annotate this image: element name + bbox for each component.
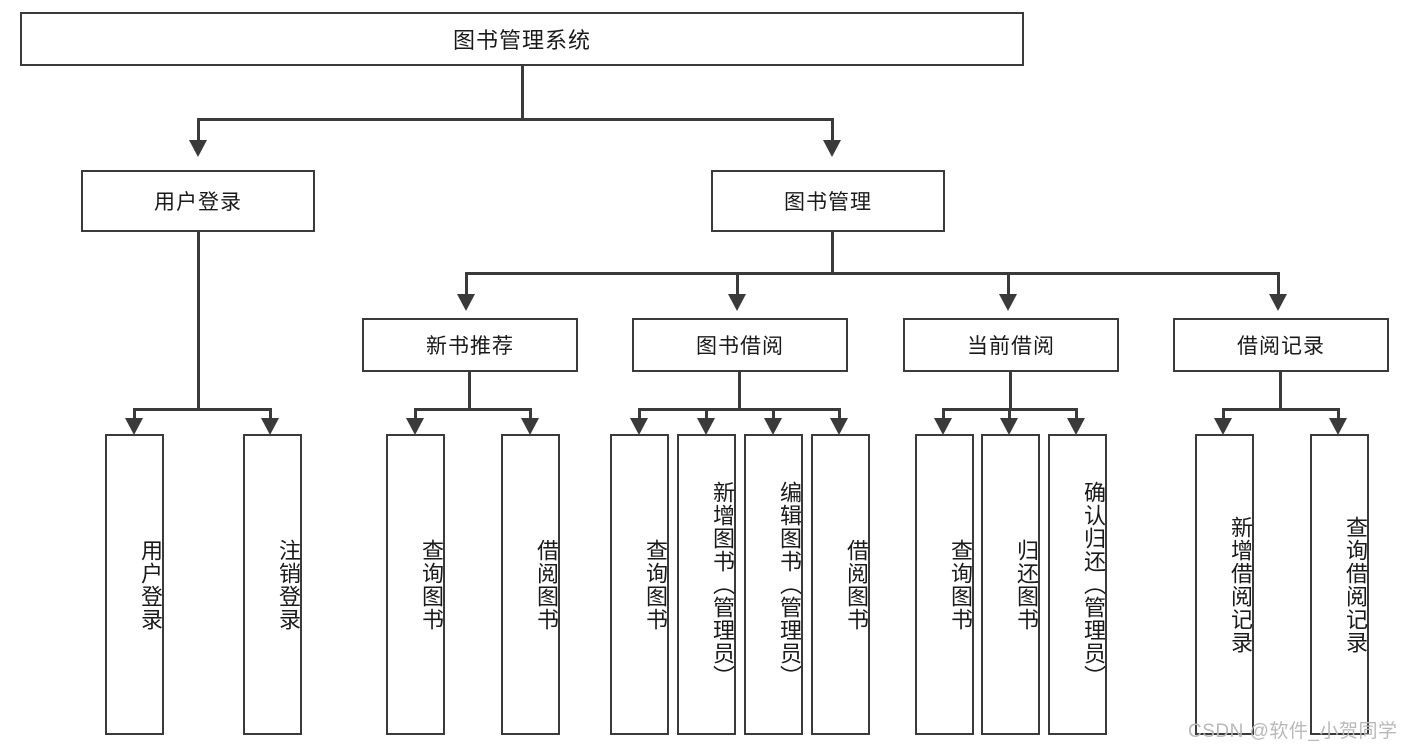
arrowhead-book-to-rec — [457, 294, 475, 311]
connector-borrow-stem — [738, 372, 741, 410]
node-label: 图书管理 — [784, 191, 872, 214]
connector-rec-drop-1 — [414, 408, 417, 422]
node-label: 归还图书 — [1014, 538, 1039, 631]
arrowhead-record-child-1 — [1214, 418, 1232, 435]
arrowhead-rec-child-2 — [521, 418, 539, 435]
node-label: 用户登录 — [154, 191, 242, 214]
leaf-rec-borrow-book[interactable]: 借阅图书 — [501, 434, 560, 735]
arrowhead-rec-child-1 — [406, 418, 424, 435]
arrowhead-borrow-child-2 — [697, 418, 715, 435]
connector-book-to-current — [1007, 272, 1010, 298]
leaf-borrow-edit-book[interactable]: 编辑图书（管理员） — [744, 434, 803, 735]
leaf-current-confirm-return[interactable]: 确认归还（管理员） — [1048, 434, 1107, 735]
connector-current-drop-2 — [1008, 408, 1011, 422]
leaf-current-query-book[interactable]: 查询图书 — [915, 434, 974, 735]
leaf-user-logout[interactable]: 注销登录 — [243, 434, 302, 735]
arrowhead-user-child-2 — [261, 418, 279, 435]
leaf-record-add-record[interactable]: 新增借阅记录 — [1195, 434, 1254, 735]
leaf-record-query-record[interactable]: 查询借阅记录 — [1310, 434, 1369, 735]
leaf-user-login[interactable]: 用户登录 — [105, 434, 164, 735]
connector-root-bar — [197, 118, 834, 121]
node-label: 查询图书 — [419, 538, 444, 631]
arrowhead-book-to-record — [1269, 294, 1287, 311]
connector-borrow-drop-4 — [838, 408, 841, 422]
node-label: 图书管理系统 — [452, 28, 591, 53]
connector-book-to-rec — [465, 272, 468, 298]
connector-record-bar — [1222, 408, 1340, 411]
arrowhead-borrow-child-3 — [764, 418, 782, 435]
arrowhead-borrow-child-1 — [630, 418, 648, 435]
arrowhead-root-to-user — [189, 140, 207, 157]
connector-record-drop-2 — [1337, 408, 1340, 422]
connector-book-bar — [465, 272, 1280, 275]
node-label: 确认归还（管理员） — [1081, 481, 1106, 688]
leaf-current-return-book[interactable]: 归还图书 — [981, 434, 1040, 735]
node-borrow-record[interactable]: 借阅记录 — [1173, 318, 1389, 372]
node-book-borrow[interactable]: 图书借阅 — [632, 318, 848, 372]
node-label: 新增图书（管理员） — [710, 481, 735, 688]
arrowhead-book-to-current — [999, 294, 1017, 311]
node-book-management[interactable]: 图书管理 — [711, 170, 945, 232]
connector-borrow-drop-2 — [705, 408, 708, 422]
node-label: 借阅图书 — [844, 538, 869, 631]
connector-root-to-user — [197, 118, 200, 144]
node-label: 用户登录 — [138, 538, 163, 631]
node-label: 注销登录 — [276, 538, 301, 631]
connector-current-drop-3 — [1075, 408, 1078, 422]
connector-user-bar — [133, 408, 272, 411]
arrowhead-current-child-3 — [1067, 418, 1085, 435]
node-label: 查询图书 — [948, 538, 973, 631]
connector-record-stem — [1279, 372, 1282, 410]
connector-book-to-record — [1277, 272, 1280, 298]
connector-borrow-bar — [638, 408, 841, 411]
connector-borrow-drop-3 — [772, 408, 775, 422]
node-label: 查询图书 — [643, 538, 668, 631]
connector-user-left-drop — [133, 408, 136, 422]
leaf-borrow-add-book[interactable]: 新增图书（管理员） — [677, 434, 736, 735]
node-label: 图书借阅 — [696, 335, 784, 358]
connector-rec-stem — [468, 372, 471, 410]
node-new-book-recommend[interactable]: 新书推荐 — [362, 318, 578, 372]
arrowhead-current-child-2 — [1000, 418, 1018, 435]
node-root-system[interactable]: 图书管理系统 — [20, 12, 1024, 66]
connector-user-stem — [197, 232, 200, 410]
connector-rec-drop-2 — [529, 408, 532, 422]
leaf-borrow-borrow-book[interactable]: 借阅图书 — [811, 434, 870, 735]
node-label: 新增借阅记录 — [1228, 515, 1253, 654]
node-label: 新书推荐 — [426, 335, 514, 358]
arrowhead-current-child-1 — [934, 418, 952, 435]
connector-rec-bar — [414, 408, 532, 411]
leaf-rec-query-book[interactable]: 查询图书 — [386, 434, 445, 735]
node-label: 编辑图书（管理员） — [777, 481, 802, 688]
arrowhead-record-child-2 — [1329, 418, 1347, 435]
node-label: 借阅图书 — [534, 538, 559, 631]
node-label: 当前借阅 — [967, 335, 1055, 358]
leaf-borrow-query-book[interactable]: 查询图书 — [610, 434, 669, 735]
connector-borrow-drop-1 — [638, 408, 641, 422]
connector-root-to-book — [831, 118, 834, 144]
arrowhead-book-to-borrow — [728, 294, 746, 311]
connector-current-drop-1 — [942, 408, 945, 422]
node-label: 查询借阅记录 — [1343, 515, 1368, 654]
node-current-borrow[interactable]: 当前借阅 — [903, 318, 1119, 372]
connector-root-stem — [521, 66, 524, 120]
connector-book-to-borrow — [736, 272, 739, 298]
arrowhead-user-child-1 — [125, 418, 143, 435]
connector-current-stem — [1009, 372, 1012, 410]
connector-user-right-drop — [269, 408, 272, 422]
connector-record-drop-1 — [1222, 408, 1225, 422]
connector-book-stem — [831, 232, 834, 274]
csdn-watermark: CSDN @软件_小贺同学 — [1188, 721, 1398, 742]
node-user-login[interactable]: 用户登录 — [81, 170, 315, 232]
arrowhead-borrow-child-4 — [830, 418, 848, 435]
node-label: 借阅记录 — [1237, 335, 1325, 358]
arrowhead-root-to-book — [823, 140, 841, 157]
